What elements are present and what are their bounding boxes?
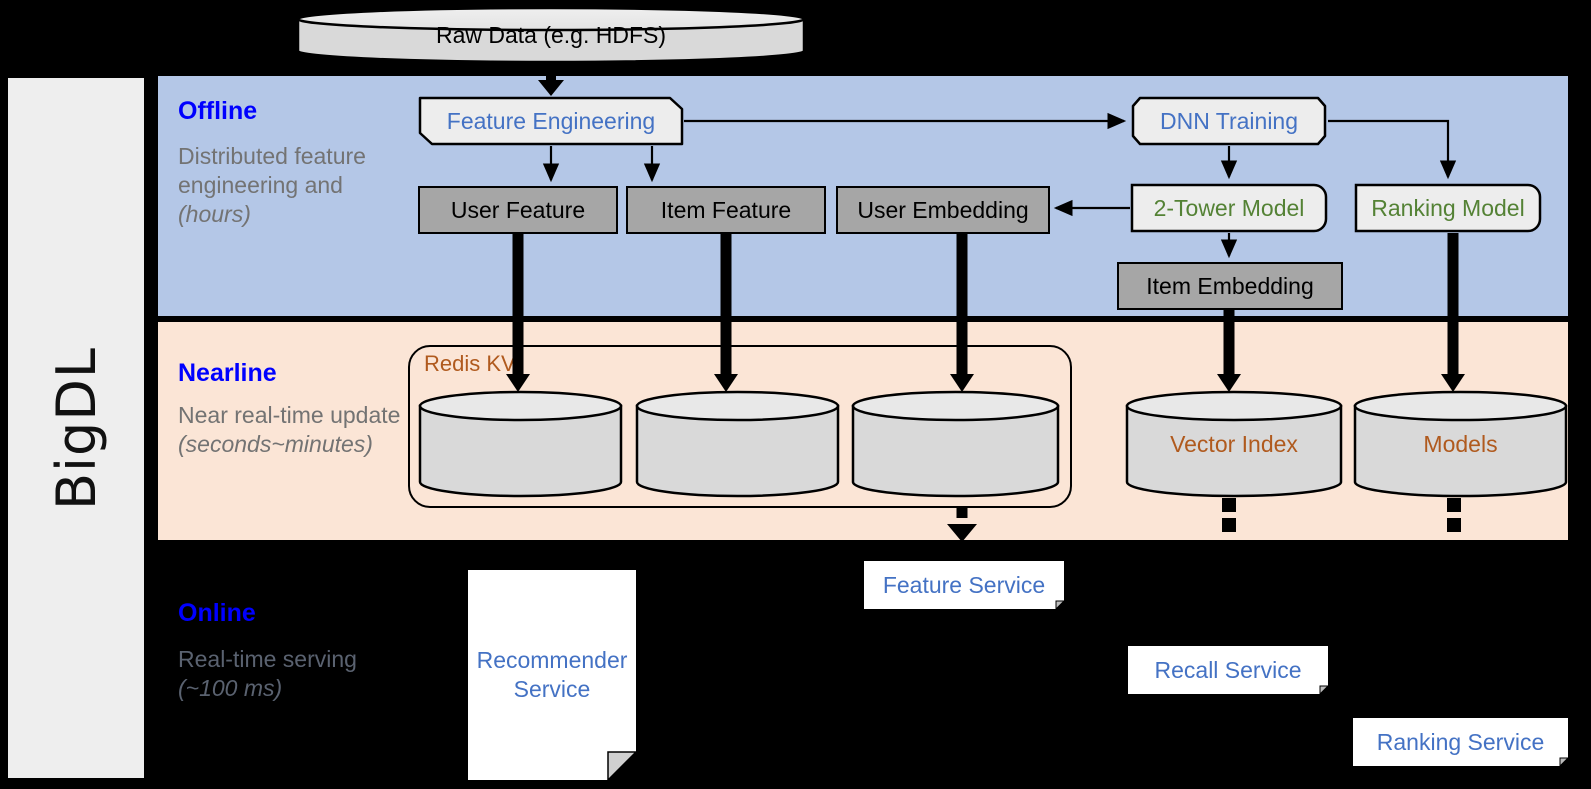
feature-service-label: Feature Service xyxy=(882,571,1046,598)
item-embedding-label: Item Embedding xyxy=(1146,272,1314,299)
two-tower-model-node[interactable]: 2-Tower Model xyxy=(1130,183,1328,233)
online-description-emphasis: (~100 ms) xyxy=(178,675,283,701)
offline-title: Offline xyxy=(178,97,258,125)
user-embedding-node[interactable]: User Embedding xyxy=(836,186,1050,234)
bigdl-label-wrap: BigDL xyxy=(8,78,144,778)
bigdl-rail: BigDL xyxy=(8,78,144,778)
item-feature-label: Item Feature xyxy=(660,196,792,223)
item-feature-node[interactable]: Item Feature xyxy=(626,186,826,234)
online-title: Online xyxy=(178,599,256,627)
ranking-model-node[interactable]: Ranking Model xyxy=(1354,183,1542,233)
user-feature-label: User Feature xyxy=(450,196,586,223)
kv-store-label-3 xyxy=(851,390,1060,498)
item-embedding-node[interactable]: Item Embedding xyxy=(1117,262,1343,310)
recommender-service-line-1: Recommender xyxy=(476,647,628,673)
kv-store-cylinder-3[interactable] xyxy=(851,390,1060,498)
recommender-service-node[interactable]: Recommender Service xyxy=(468,570,636,780)
raw-data-cylinder: Raw Data (e.g. HDFS) xyxy=(296,6,806,64)
vector-index-cylinder[interactable]: Vector Index xyxy=(1125,390,1343,498)
nearline-description-text: Near real-time update xyxy=(178,402,401,428)
ranking-service-label: Ranking Service xyxy=(1376,728,1545,755)
nearline-title: Nearline xyxy=(178,359,277,387)
online-description-text: Real-time serving xyxy=(178,646,357,672)
redis-kv-container xyxy=(408,345,1072,508)
bigdl-label: BigDL xyxy=(44,346,108,510)
feature-engineering-label: Feature Engineering xyxy=(446,107,656,134)
kv-store-label-2 xyxy=(635,390,840,498)
nearline-description: Near real-time update (seconds~minutes) xyxy=(178,401,403,459)
user-feature-node[interactable]: User Feature xyxy=(418,186,618,234)
user-embedding-label: User Embedding xyxy=(857,196,1029,223)
nearline-description-emphasis: (seconds~minutes) xyxy=(178,431,373,457)
online-description: Real-time serving (~100 ms) xyxy=(178,645,403,703)
raw-data-label: Raw Data (e.g. HDFS) xyxy=(435,21,667,48)
two-tower-model-label: 2-Tower Model xyxy=(1153,194,1305,221)
recommender-service-line-2: Service xyxy=(513,676,591,702)
models-cylinder[interactable]: Models xyxy=(1353,390,1568,498)
offline-description: Distributed feature engineering and (hou… xyxy=(178,142,403,229)
feature-service-node[interactable]: Feature Service xyxy=(864,561,1064,609)
vector-index-label: Vector Index xyxy=(1170,430,1298,457)
recall-service-node[interactable]: Recall Service xyxy=(1128,646,1328,694)
band-online xyxy=(158,546,1568,789)
dnn-training-label: DNN Training xyxy=(1159,107,1299,134)
kv-store-cylinder-2[interactable] xyxy=(635,390,840,498)
models-label: Models xyxy=(1423,430,1498,457)
recommender-service-label: Recommender Service xyxy=(468,570,636,780)
dnn-training-node[interactable]: DNN Training xyxy=(1130,96,1328,146)
kv-store-label-1 xyxy=(418,390,623,498)
kv-store-cylinder-1[interactable] xyxy=(418,390,623,498)
offline-description-emphasis: (hours) xyxy=(178,201,251,227)
offline-description-text: Distributed feature engineering and xyxy=(178,143,366,198)
redis-kv-label: Redis KV xyxy=(424,351,516,376)
ranking-service-node[interactable]: Ranking Service xyxy=(1353,718,1568,766)
ranking-model-label: Ranking Model xyxy=(1371,194,1525,221)
feature-engineering-node[interactable]: Feature Engineering xyxy=(418,96,684,146)
recall-service-label: Recall Service xyxy=(1154,656,1302,683)
